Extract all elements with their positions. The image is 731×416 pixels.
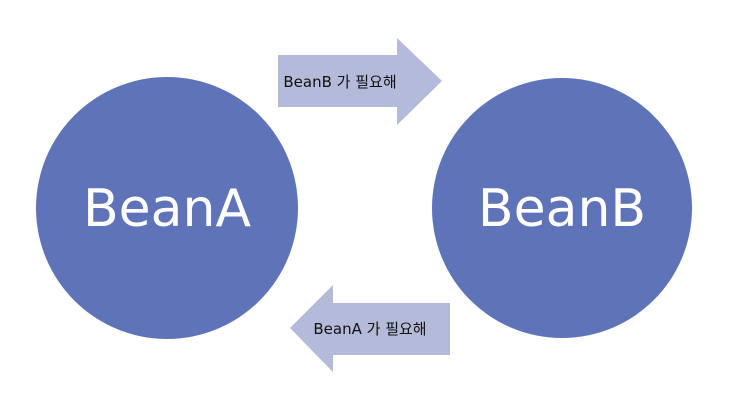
arrow-a-to-b: BeanB 가 필요해: [278, 38, 442, 125]
bean-b-node: BeanB: [432, 78, 692, 338]
arrow-a-to-b-label: BeanB 가 필요해: [283, 73, 396, 91]
bean-a-label: BeanA: [83, 179, 251, 239]
right-arrow-icon: [278, 38, 442, 125]
bean-b-label: BeanB: [478, 179, 646, 239]
bean-b-circle: [432, 78, 692, 338]
bean-a-circle: [36, 77, 298, 339]
arrow-b-to-a-label: BeanA 가 필요해: [313, 320, 426, 338]
bean-a-node: BeanA: [36, 77, 298, 339]
left-arrow-icon: [290, 285, 450, 372]
arrow-b-to-a: BeanA 가 필요해: [290, 285, 450, 372]
